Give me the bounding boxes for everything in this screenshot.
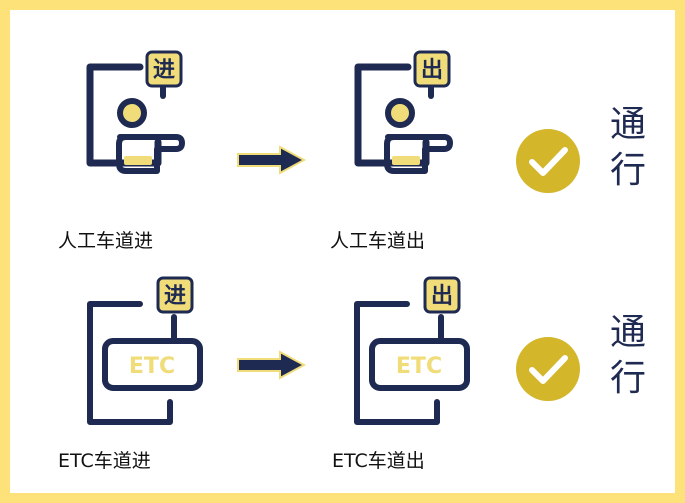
check-circle-icon — [516, 129, 580, 193]
pass-text: 通行 — [609, 104, 646, 191]
etc-entry-label: ETC车道进 — [58, 450, 151, 472]
entry-badge: 进 — [164, 284, 186, 309]
etc-lane-entry-icon: 进 ETC — [87, 276, 203, 425]
entry-badge: 进 — [153, 58, 175, 83]
etc-exit-label: ETC车道出 — [332, 450, 425, 472]
manual-lane-exit-icon: 出 — [354, 50, 453, 174]
etc-lane-exit-icon: 出 ETC — [354, 276, 470, 425]
manual-entry-label: 人工车道进 — [58, 230, 154, 252]
arrow-right-icon — [237, 145, 307, 175]
manual-exit-label: 人工车道出 — [330, 230, 426, 252]
pass-text: 通行 — [609, 312, 646, 399]
check-circle-icon — [516, 337, 580, 401]
exit-badge: 出 — [421, 58, 443, 83]
etc-screen-text: ETC — [396, 354, 442, 379]
arrow-right-icon — [237, 350, 307, 380]
exit-badge: 出 — [431, 284, 453, 309]
manual-lane-entry-icon: 进 — [86, 50, 185, 174]
etc-screen-text: ETC — [129, 354, 175, 379]
